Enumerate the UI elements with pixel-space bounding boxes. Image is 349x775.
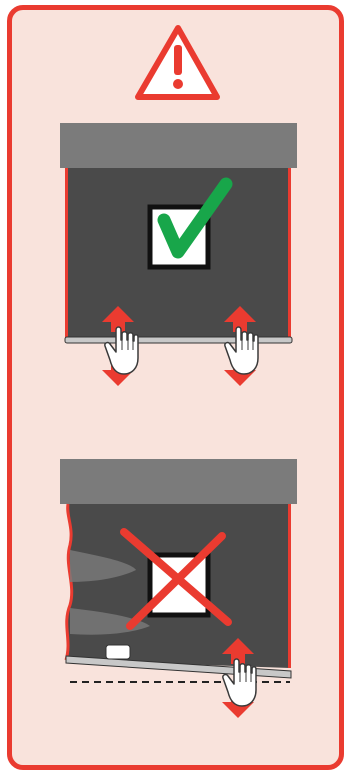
cross-mark-icon [120,528,232,630]
blind-cassette [60,123,297,168]
warning-triangle-icon [135,25,220,100]
hand-icon [222,658,257,707]
blind-cassette [60,459,297,504]
incorrect-operation-panel [60,459,297,718]
check-mark-icon [147,177,233,270]
correct-operation-panel [60,123,297,386]
